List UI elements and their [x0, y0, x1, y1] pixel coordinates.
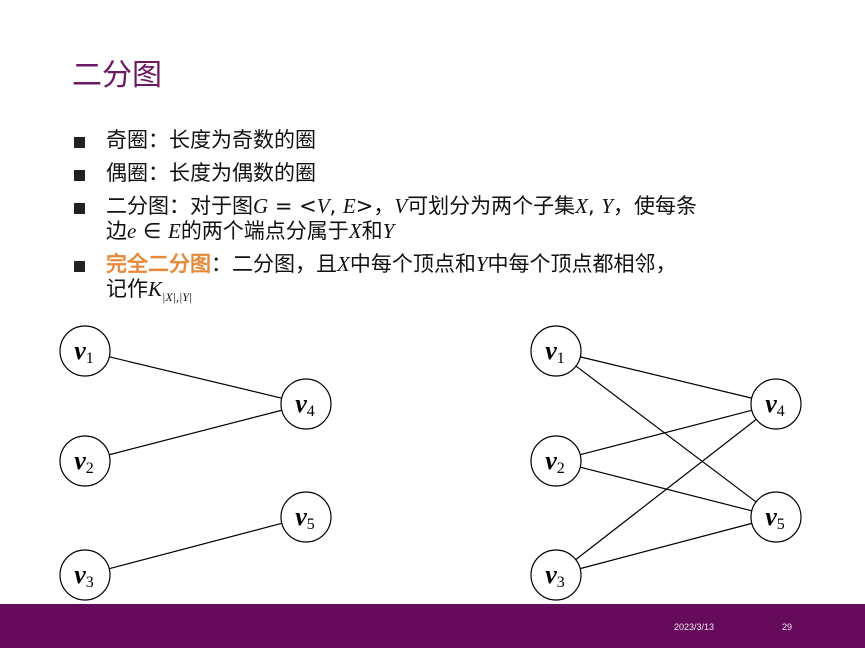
- complete-text-4: 记作: [106, 277, 148, 301]
- bullet-list: 奇圈：长度为奇数的圈 偶圈：长度为偶数的圈 二分图：对于图G = <V, E>，…: [74, 128, 814, 318]
- left-vertex-v3: [59, 549, 111, 601]
- footer-bar: 2023/3/13 29: [0, 604, 865, 648]
- bullet-bipartite-definition: 二分图：对于图G = <V, E>，V可划分为两个子集X, Y，使每条边e ∈ …: [74, 194, 814, 244]
- bullet-odd-cycle: 奇圈：长度为奇数的圈: [74, 128, 814, 153]
- right-edge-v1-v5: [575, 365, 757, 503]
- math-X3: X: [337, 252, 350, 276]
- left-vertex-v4: [280, 378, 332, 430]
- footer-date: 2023/3/13: [674, 622, 715, 632]
- right-edge-v3-v4: [575, 418, 757, 561]
- math-E2: E: [167, 219, 181, 243]
- math-Y2: Y: [382, 219, 395, 243]
- right-vertex-v5: [750, 491, 802, 543]
- left-edge-v1-v4: [109, 356, 282, 399]
- bullet-complete-bipartite: 完全二分图：二分图，且X中每个顶点和Y中每个顶点都相邻， 记作K|X|,|Y|: [74, 252, 814, 310]
- math-E: E: [342, 194, 356, 218]
- left-vertex-v5: [280, 491, 332, 543]
- bipartite-text-4: 边: [106, 219, 127, 243]
- right-edge-v1-v4: [580, 356, 752, 399]
- math-close: >，: [355, 194, 395, 218]
- math-eq: = <: [268, 194, 317, 218]
- right-edge-v3-v5: [580, 522, 752, 570]
- math-comma: ,: [329, 194, 343, 218]
- math-sep: ,: [588, 194, 602, 218]
- math-X: X: [575, 194, 588, 218]
- left-vertex-v1: [59, 325, 111, 377]
- right-vertex-v4: [750, 378, 802, 430]
- left-edge-v3-v5: [109, 522, 282, 570]
- math-X2: X: [348, 219, 362, 243]
- math-Y3: Y: [475, 252, 488, 276]
- bipartite-text-2: 可划分为两个子集: [407, 194, 576, 218]
- right-edge-v2-v4: [580, 409, 752, 456]
- right-vertex-v2: [530, 435, 582, 487]
- math-V: V: [316, 194, 330, 218]
- math-e: e: [127, 219, 137, 243]
- complete-text-2: 中每个顶点和: [349, 252, 476, 276]
- left-edge-v2-v4: [109, 409, 282, 456]
- bipartite-text-3: ，使每条: [613, 194, 698, 218]
- bipartite-text-5: 的两个端点分属于: [180, 219, 349, 243]
- right-vertex-v3: [530, 549, 582, 601]
- math-Y: Y: [601, 194, 614, 218]
- math-K: K: [148, 277, 163, 301]
- right-vertex-v1: [530, 325, 582, 377]
- math-V2: V: [394, 194, 408, 218]
- slide-title: 二分图: [72, 58, 162, 93]
- left-vertex-v2: [59, 435, 111, 487]
- complete-text-3: 中每个顶点都相邻，: [487, 252, 677, 276]
- complete-text-1: ：二分图，且: [211, 252, 337, 276]
- math-and: 和: [361, 219, 383, 243]
- complete-bipartite-term: 完全二分图: [106, 252, 211, 276]
- math-K-subscript: |X|,|Y|: [162, 290, 193, 304]
- math-G: G: [253, 194, 269, 218]
- bipartite-text-1: 二分图：对于图: [106, 194, 253, 218]
- footer-page-number: 29: [782, 622, 793, 632]
- math-in: ∈: [136, 219, 168, 243]
- bullet-even-cycle: 偶圈：长度为偶数的圈: [74, 161, 814, 186]
